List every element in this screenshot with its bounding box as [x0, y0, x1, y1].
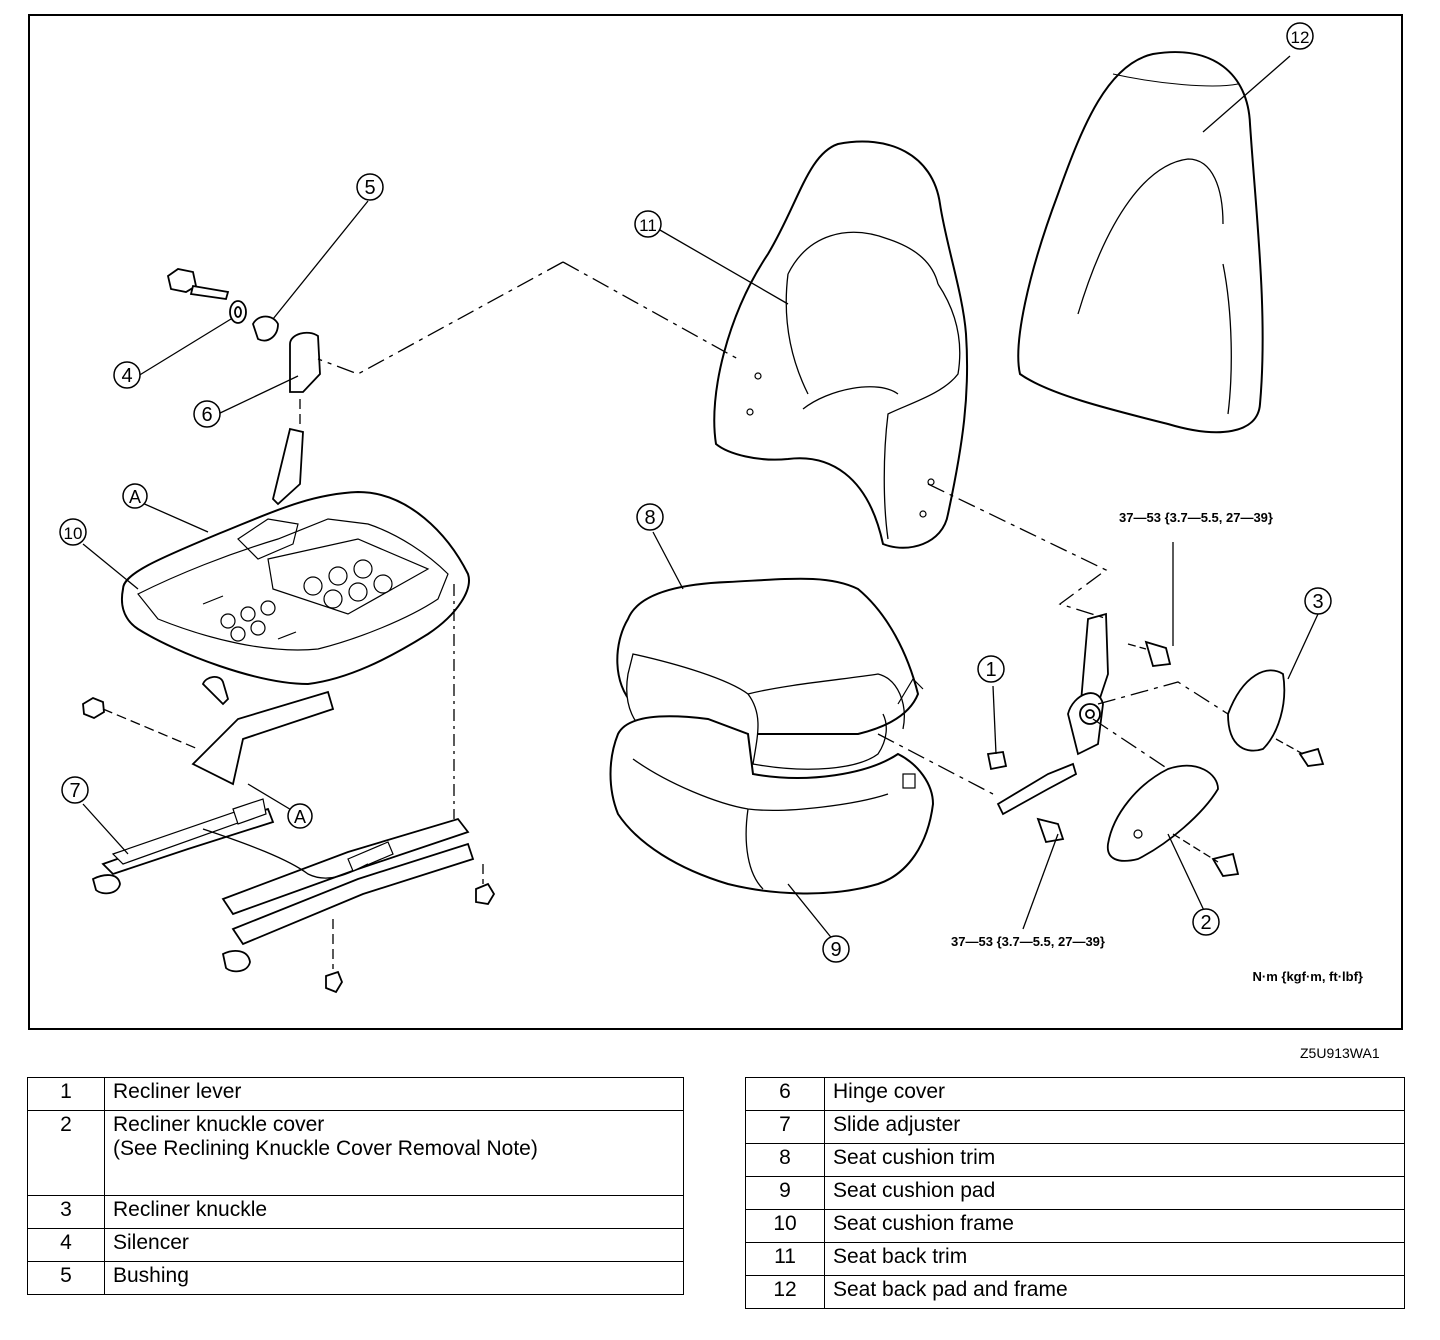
bolt-slide-bottom	[325, 970, 344, 994]
table-row: 11 Seat back trim	[745, 1242, 1405, 1276]
svg-text:6: 6	[201, 404, 212, 426]
svg-text:8: 8	[644, 507, 655, 529]
table-row: 12 Seat back pad and frame	[745, 1275, 1405, 1309]
part-name: Seat cushion pad	[824, 1176, 1405, 1210]
svg-text:A: A	[129, 487, 141, 507]
seat-back-trim	[713, 140, 969, 549]
reference-mark-a-frame: A	[122, 483, 148, 509]
svg-text:4: 4	[121, 365, 132, 387]
callout-6: 6	[193, 400, 221, 428]
part-name-cell: Recliner knuckle cover (See Reclining Kn…	[104, 1110, 684, 1196]
table-row: 2 Recliner knuckle cover (See Reclining …	[27, 1110, 684, 1196]
svg-text:7: 7	[69, 780, 80, 802]
part-name: Seat back trim	[824, 1242, 1405, 1276]
part-number: 9	[745, 1176, 825, 1210]
svg-text:2: 2	[1200, 912, 1211, 934]
part-number: 1	[27, 1077, 105, 1111]
parts-table-right: 6 Hinge cover 7 Slide adjuster 8 Seat cu…	[745, 1077, 1405, 1309]
table-row: 4 Silencer	[27, 1228, 684, 1262]
parts-table-left: 1 Recliner lever 2 Recliner knuckle cove…	[27, 1077, 684, 1295]
part-name: Seat cushion trim	[824, 1143, 1405, 1177]
part-number: 4	[27, 1228, 105, 1262]
svg-text:3: 3	[1312, 591, 1323, 613]
recliner-assembly	[986, 612, 1286, 862]
callouts: 1 2 3 4 5 6 7 8	[59, 22, 1332, 963]
callout-4: 4	[113, 361, 141, 389]
callout-11: 11	[634, 210, 662, 238]
part-number: 7	[745, 1110, 825, 1144]
seat-cushion-pad	[609, 715, 935, 895]
svg-text:10: 10	[64, 524, 83, 543]
svg-text:A: A	[294, 807, 306, 827]
exploded-diagram: 1 2 3 4 5 6 7 8	[28, 14, 1403, 1030]
torque-spec-lower: 37—53 {3.7—5.5, 27—39}	[951, 934, 1105, 949]
table-row: 10 Seat cushion frame	[745, 1209, 1405, 1243]
callout-3: 3	[1304, 587, 1332, 615]
part-number: 2	[27, 1110, 105, 1196]
part-number: 8	[745, 1143, 825, 1177]
svg-text:11: 11	[639, 216, 657, 235]
part-number: 11	[745, 1242, 825, 1276]
table-row: 1 Recliner lever	[27, 1077, 684, 1111]
bolt-slide-left	[82, 696, 105, 720]
callout-7: 7	[61, 776, 89, 804]
hinge-cover-part	[289, 331, 321, 393]
callout-9: 9	[822, 935, 850, 963]
part-number: 12	[745, 1275, 825, 1309]
part-name: Recliner knuckle	[104, 1195, 684, 1229]
part-name: Recliner knuckle cover	[113, 1113, 325, 1136]
callout-10: 10	[59, 518, 87, 546]
part-number: 3	[27, 1195, 105, 1229]
bushing-part	[252, 315, 279, 342]
callout-12: 12	[1286, 22, 1314, 50]
part-name: Bushing	[104, 1261, 684, 1295]
seat-cushion-frame	[120, 427, 470, 686]
part-name: Slide adjuster	[824, 1110, 1405, 1144]
svg-text:5: 5	[364, 177, 375, 199]
part-note: (See Reclining Knuckle Cover Removal Not…	[113, 1137, 538, 1160]
bolt-recliner-upper	[1144, 640, 1172, 667]
svg-text:1: 1	[985, 659, 996, 681]
callout-5: 5	[356, 173, 384, 201]
part-name: Recliner lever	[104, 1077, 684, 1111]
figure-code: Z5U913WA1	[1300, 1045, 1380, 1061]
part-number: 5	[27, 1261, 105, 1295]
part-name: Silencer	[104, 1228, 684, 1262]
callout-8: 8	[636, 503, 664, 531]
bolt-shank	[189, 284, 230, 301]
silencer-hole	[234, 306, 242, 318]
table-row: 5 Bushing	[27, 1261, 684, 1295]
torque-spec-upper: 37—53 {3.7—5.5, 27—39}	[1119, 510, 1273, 525]
table-row: 8 Seat cushion trim	[745, 1143, 1405, 1177]
part-number: 10	[745, 1209, 825, 1243]
table-row: 3 Recliner knuckle	[27, 1195, 684, 1229]
part-name: Seat back pad and frame	[824, 1275, 1405, 1309]
table-row: 7 Slide adjuster	[745, 1110, 1405, 1144]
callout-2: 2	[1192, 908, 1220, 936]
part-number: 6	[745, 1077, 825, 1111]
screw-knuckle-cover	[1211, 852, 1240, 877]
part-name: Seat cushion frame	[824, 1209, 1405, 1243]
svg-text:9: 9	[830, 939, 841, 961]
svg-text:12: 12	[1291, 28, 1310, 47]
bolt-slide-right	[475, 882, 496, 905]
leader-lines	[82, 55, 1319, 969]
table-row: 9 Seat cushion pad	[745, 1176, 1405, 1210]
reference-mark-a-slide: A	[287, 803, 313, 829]
seat-back-pad-and-frame	[1017, 51, 1264, 434]
torque-unit-label: N·m {kgf·m, ft·lbf}	[1253, 969, 1364, 984]
callout-1: 1	[977, 655, 1005, 683]
hardware	[82, 268, 1325, 994]
table-row: 6 Hinge cover	[745, 1077, 1405, 1111]
screw-knuckle	[1298, 747, 1325, 767]
part-name: Hinge cover	[824, 1077, 1405, 1111]
slide-adjuster	[91, 676, 475, 973]
exploded-view-svg: 1 2 3 4 5 6 7 8	[28, 14, 1403, 1030]
